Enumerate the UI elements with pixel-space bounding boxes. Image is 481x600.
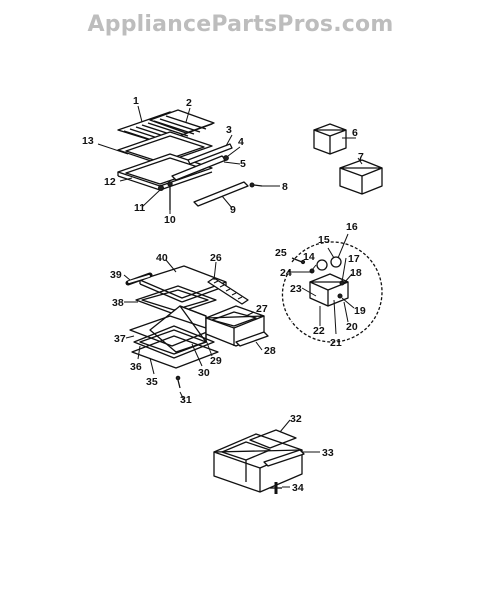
callout-6: 6 [352, 127, 358, 139]
callout-20: 20 [346, 321, 358, 333]
callout-27: 27 [256, 303, 268, 315]
callout-14: 14 [303, 251, 315, 263]
callout-31: 31 [180, 394, 192, 406]
callout-9: 9 [230, 204, 236, 216]
callout-15: 15 [318, 234, 330, 246]
callout-37: 37 [114, 333, 126, 345]
callout-22: 22 [313, 325, 325, 337]
callout-30: 30 [198, 367, 210, 379]
shelf-clip-11[interactable] [158, 185, 164, 191]
screw-31[interactable] [175, 375, 181, 381]
shelf-rail-9[interactable] [193, 181, 249, 207]
drawer-rail-26[interactable] [207, 277, 249, 305]
door-bin-7[interactable] [339, 159, 383, 195]
callout-18: 18 [350, 267, 362, 279]
callout-13: 13 [82, 135, 94, 147]
callout-16: 16 [346, 221, 358, 233]
callout-26: 26 [210, 252, 222, 264]
callout-35: 35 [146, 376, 158, 388]
callout-34: 34 [292, 482, 304, 494]
shelf-36[interactable] [133, 325, 215, 359]
callout-21: 21 [330, 337, 342, 349]
shelf-35[interactable] [131, 335, 219, 369]
callout-2: 2 [186, 97, 192, 109]
callout-40: 40 [156, 252, 168, 264]
callout-12: 12 [104, 176, 116, 188]
leader-lines [97, 105, 363, 488]
callout-33: 33 [322, 447, 334, 459]
frame-38[interactable] [135, 285, 217, 315]
callout-25: 25 [275, 247, 287, 259]
drawer-32[interactable] [213, 433, 303, 493]
bottom-drawer-group [213, 429, 305, 494]
control-inset-group [281, 241, 383, 343]
callout-23: 23 [290, 283, 302, 295]
rail-screw-4[interactable] [223, 155, 229, 161]
callout-28: 28 [264, 345, 276, 357]
callout-8: 8 [282, 181, 288, 193]
callout-1: 1 [133, 95, 139, 107]
callout-10: 10 [164, 214, 176, 226]
callout-labels: 1 2 3 4 5 6 7 8 9 10 11 12 13 14 15 16 1… [82, 95, 366, 494]
inset-circle [291, 241, 383, 343]
callout-38: 38 [112, 297, 124, 309]
clip-25[interactable] [300, 259, 306, 265]
door-bin-group [313, 123, 383, 195]
drawer-rail-33[interactable] [263, 449, 305, 467]
crisper-group [125, 265, 269, 389]
callout-3: 3 [226, 124, 232, 136]
callout-29: 29 [210, 355, 222, 367]
callout-4: 4 [238, 136, 244, 148]
screw-19[interactable] [337, 293, 343, 299]
screw-8[interactable] [249, 182, 255, 188]
callout-11: 11 [134, 202, 145, 214]
callout-5: 5 [240, 158, 246, 170]
drawer-rail-28[interactable] [235, 331, 269, 347]
callout-36: 36 [130, 361, 142, 373]
callout-7: 7 [358, 151, 364, 163]
callout-32: 32 [290, 413, 302, 425]
callout-39: 39 [110, 269, 122, 281]
watermark-logo: AppliancePartsPros.com [87, 12, 394, 37]
shelf-rail-3[interactable] [187, 143, 233, 165]
callout-24: 24 [280, 267, 292, 279]
callout-19: 19 [354, 305, 366, 317]
freezer-shelf-group [117, 109, 263, 210]
callout-17: 17 [348, 253, 360, 265]
knob-15[interactable] [330, 256, 342, 268]
knob-14[interactable] [316, 259, 328, 271]
